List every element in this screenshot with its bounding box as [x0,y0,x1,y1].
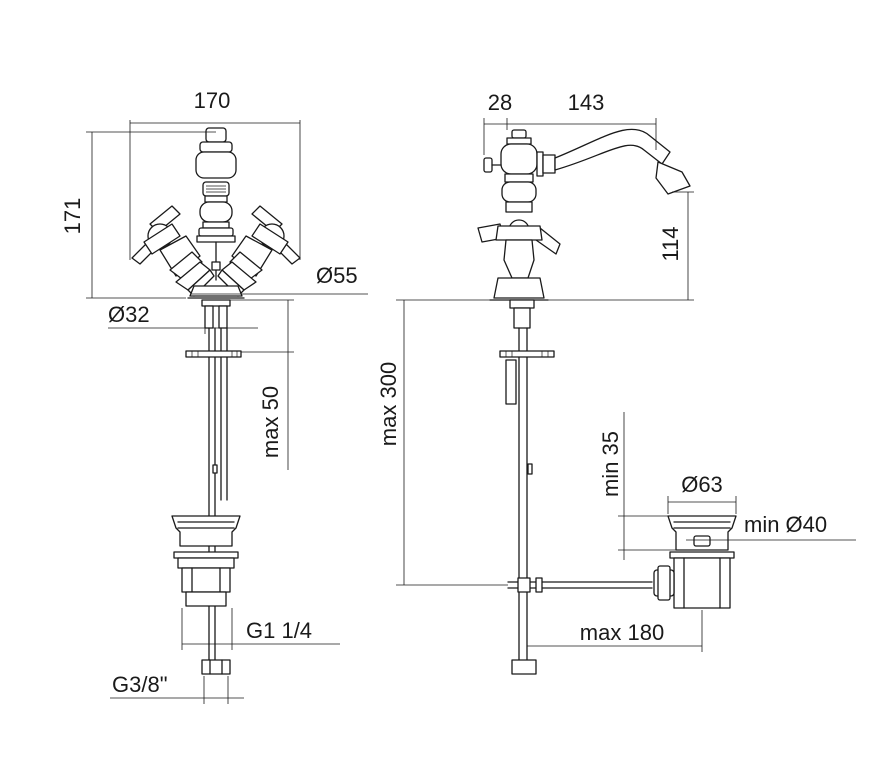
label-max-50: max 50 [258,386,283,458]
tap-body-front [131,127,301,299]
label-170: 170 [194,88,231,113]
tap-body-side [477,128,691,301]
label-171: 171 [60,198,85,235]
waste-front [171,515,241,607]
label-dia-63: Ø63 [681,472,723,497]
label-min-35: min 35 [598,431,623,497]
label-28: 28 [488,90,512,115]
label-143: 143 [568,90,605,115]
label-dia-55: Ø55 [316,263,358,288]
label-max-180: max 180 [580,620,664,645]
label-dia-32: Ø32 [108,302,150,327]
dimensions-front [86,120,368,704]
side-view: 28 143 114 max 300 min 35 Ø63 min Ø40 ma… [376,90,856,675]
waste-side [653,515,737,609]
dimensions-side [396,118,856,652]
label-g1-1-4: G1 1/4 [246,618,312,643]
label-min-dia-40: min Ø40 [744,512,827,537]
label-114: 114 [658,226,683,261]
supply-pipes-front [185,299,242,675]
front-view: 170 171 Ø55 Ø32 max 50 G1 1/4 G3/8" [60,88,368,704]
pop-up-linkage [507,577,653,593]
label-g3-8: G3/8" [112,672,168,697]
label-max-300: max 300 [376,362,401,446]
supply-pipes-side [499,299,555,675]
